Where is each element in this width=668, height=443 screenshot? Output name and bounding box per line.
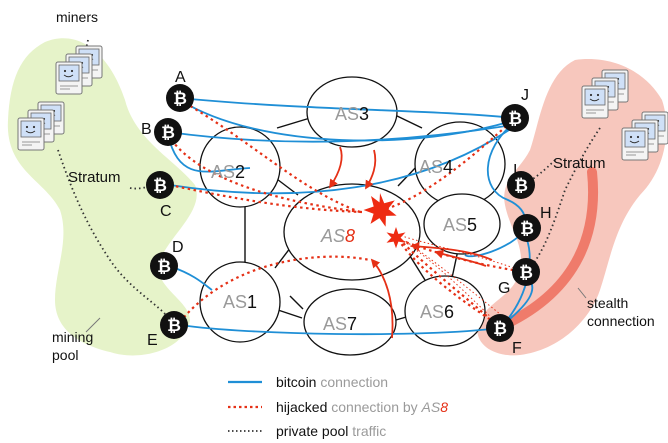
node-letters: A B C D E F G H I J: [141, 69, 552, 357]
mining-pool-label-line1: mining: [52, 329, 93, 345]
node-letter-F: F: [512, 340, 522, 357]
bitcoin-node-F: ₿: [486, 314, 514, 342]
node-letter-C: C: [160, 203, 172, 220]
as3-label: AS3: [335, 104, 369, 124]
as4-label: AS4: [419, 157, 453, 177]
as6-label: AS6: [420, 302, 454, 322]
stealth-pointer: [577, 287, 587, 299]
bitcoin-node-B: ₿: [154, 118, 182, 146]
as7-ellipse: [303, 288, 397, 356]
hijack-star-large: [363, 193, 397, 227]
svg-text:₿: ₿: [508, 109, 522, 128]
as-ellipses: [199, 76, 506, 356]
node-letter-H: H: [540, 205, 552, 222]
bitcoin-node-E: ₿: [160, 311, 188, 339]
node-letter-E: E: [147, 332, 158, 349]
as1-ellipse: [199, 261, 281, 343]
bitcoin-node-J: ₿: [501, 104, 529, 132]
bitcoin-node-C: ₿: [146, 171, 174, 199]
as6-ellipse: [404, 275, 486, 347]
stealth-connection-highlight: [497, 167, 599, 331]
stratum-right-label: Stratum: [553, 155, 606, 172]
node-letter-A: A: [175, 69, 186, 86]
node-letter-D: D: [172, 239, 184, 256]
svg-text:₿: ₿: [514, 176, 528, 195]
mining-pool-label-line2: pool: [52, 347, 78, 363]
as2-label: AS2: [211, 162, 245, 182]
stealth-label-line2: connection: [587, 313, 655, 329]
miners-label: miners: [56, 9, 98, 25]
hijack-star-small: [386, 227, 406, 249]
node-letter-J: J: [521, 87, 529, 104]
stealth-label-line1: stealth: [587, 295, 628, 311]
svg-text:₿: ₿: [157, 257, 171, 276]
as7-label: AS7: [323, 314, 357, 334]
node-letter-G: G: [498, 280, 510, 297]
legend-private-label: private pool traffic: [276, 423, 386, 439]
as5-label: AS5: [443, 215, 477, 235]
as8-label: AS8: [320, 226, 355, 246]
svg-text:₿: ₿: [493, 319, 507, 338]
svg-text:₿: ₿: [161, 123, 175, 142]
bitcoin-node-A: ₿: [166, 84, 194, 112]
node-letter-I: I: [513, 162, 517, 179]
mining-pool-region-left: [7, 38, 197, 356]
stratum-left-label: Stratum: [68, 169, 121, 186]
svg-text:₿: ₿: [520, 219, 534, 238]
node-letter-B: B: [141, 121, 152, 138]
as1-label: AS1: [223, 292, 257, 312]
bitcoin-node-H: ₿: [513, 214, 541, 242]
bitcoin-node-G: ₿: [512, 258, 540, 286]
svg-text:₿: ₿: [173, 89, 187, 108]
mining-pool-pointer: [85, 317, 101, 333]
as5-ellipse: [423, 193, 501, 255]
as-labels: AS1 AS2 AS3 AS4 AS5 AS6 AS7 AS8: [211, 104, 477, 334]
svg-text:₿: ₿: [519, 263, 533, 282]
bitcoin-node-I: ₿: [507, 171, 535, 199]
legend: bitcoin connection hijacked connection b…: [228, 374, 448, 439]
legend-bitcoin-label: bitcoin connection: [276, 374, 388, 390]
svg-text:₿: ₿: [167, 316, 181, 335]
redirect-arrows: [329, 146, 493, 339]
bitcoin-node-D: ₿: [150, 252, 178, 280]
mining-pool-region-right: [477, 59, 667, 356]
legend-hijacked-label: hijacked connection by AS8: [276, 399, 448, 415]
bitcoin-connections: [167, 97, 534, 336]
as3-ellipse: [306, 76, 398, 148]
svg-text:₿: ₿: [153, 176, 167, 195]
